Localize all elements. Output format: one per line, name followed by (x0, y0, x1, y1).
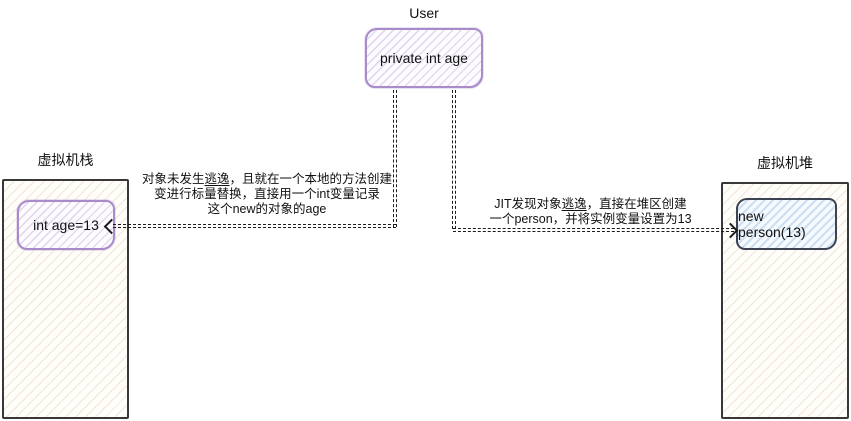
new-person-text: new person(13) (738, 208, 806, 240)
user-box: private int age (365, 28, 483, 88)
annotation-line: 对象未发生逃逸，且就在一个本地的方法创建 (141, 172, 393, 186)
int-age-box: int age=13 (17, 200, 115, 250)
heap-label: 虚拟机堆 (757, 155, 813, 171)
annotation-line: JIT发现对象逃逸，直接在堆区创建 (494, 197, 687, 211)
user-label: User (409, 5, 439, 21)
annotation-line: 这个new的对象的age (207, 202, 327, 216)
connector-user-to-heap-horizontal (453, 228, 734, 232)
user-box-text: private int age (380, 50, 468, 66)
connector-user-to-stack-vertical (393, 90, 397, 227)
annotation-jit-escape: JIT发现对象逃逸，直接在堆区创建一个person，并将实例变量设置为13 (463, 197, 718, 227)
connector-user-to-stack-horizontal (113, 224, 396, 228)
annotation-line: 变进行标量替换，直接用一个int变量记录 (154, 187, 380, 201)
new-person-box: new person(13) (736, 198, 837, 250)
stack-label: 虚拟机栈 (37, 152, 94, 168)
annotation-scalar-replacement: 对象未发生逃逸，且就在一个本地的方法创建变进行标量替换，直接用一个int变量记录… (122, 172, 412, 217)
annotation-line: 一个person，并将实例变量设置为13 (489, 212, 692, 226)
connector-user-to-heap-vertical (452, 90, 456, 229)
int-age-text: int age=13 (33, 217, 99, 233)
